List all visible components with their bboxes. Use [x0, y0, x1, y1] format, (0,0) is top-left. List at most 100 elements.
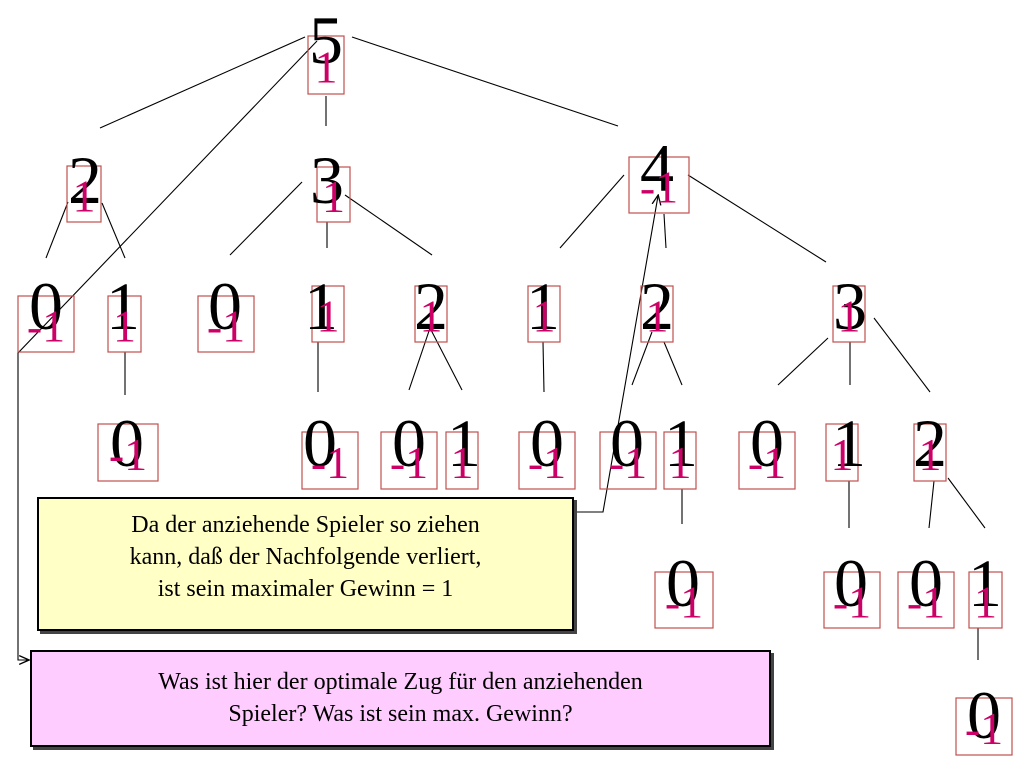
tree-node: 11 — [663, 405, 698, 490]
score-box — [663, 431, 697, 490]
node-score: 1 — [919, 429, 942, 480]
score-box — [654, 571, 714, 629]
node-score: -1 — [965, 703, 1003, 754]
node-value: 2 — [68, 142, 102, 218]
score-box — [913, 423, 947, 482]
node-score: 1 — [974, 577, 997, 628]
node-value: 1 — [304, 268, 338, 344]
node-value: 0 — [834, 545, 868, 621]
tree-edge — [947, 477, 986, 529]
score-box — [897, 571, 955, 629]
node-value: 0 — [110, 405, 144, 481]
node-value: 3 — [310, 142, 344, 218]
tree-node: 0-1 — [380, 405, 438, 490]
tree-edge — [663, 213, 667, 249]
node-score: 1 — [838, 291, 861, 342]
node-score: -1 — [207, 301, 245, 352]
tree-edges — [45, 36, 986, 660]
node-value: 0 — [208, 268, 242, 344]
node-score: 1 — [533, 291, 556, 342]
score-box — [414, 285, 448, 343]
node-value: 0 — [29, 268, 63, 344]
node-value: 0 — [666, 545, 700, 621]
tree-edge — [559, 174, 625, 249]
node-value: 1 — [968, 545, 1002, 621]
node-score: 1 — [317, 291, 340, 342]
node-value: 2 — [414, 268, 448, 344]
node-score: -1 — [27, 301, 65, 352]
score-box — [97, 423, 159, 482]
tree-edge — [408, 327, 431, 391]
tree-node: 21 — [640, 268, 674, 344]
node-value: 0 — [392, 405, 426, 481]
tree-node: 11 — [304, 268, 345, 344]
score-box — [197, 295, 255, 353]
tree-edge — [99, 36, 306, 129]
node-value: 0 — [530, 405, 564, 481]
tree-node: 0-1 — [599, 405, 657, 490]
node-value: 2 — [640, 268, 674, 344]
node-value: 5 — [309, 2, 343, 78]
annotation-arrows — [17, 40, 658, 660]
node-score: -1 — [833, 577, 871, 628]
tree-node: 4-1 — [628, 130, 690, 214]
tree-edge — [687, 174, 827, 263]
node-value: 1 — [664, 405, 698, 481]
node-score: -1 — [640, 162, 678, 213]
score-box — [518, 431, 576, 490]
question-box: Was ist hier der optimale Zug für den an… — [30, 650, 771, 747]
node-value: 0 — [610, 405, 644, 481]
tree-edge — [351, 36, 619, 127]
tree-node: 0-1 — [518, 405, 576, 490]
score-box — [311, 285, 345, 343]
tree-edge — [873, 317, 931, 393]
tree-node: 11 — [968, 545, 1003, 629]
score-box — [316, 166, 351, 223]
tree-edge — [542, 341, 545, 393]
arrow-from-root-to-question — [17, 40, 318, 660]
node-score: 1 — [831, 429, 854, 480]
tree-edge — [229, 181, 303, 256]
tree-edge — [101, 202, 126, 259]
tree-node: 0-1 — [97, 405, 159, 482]
node-score: -1 — [390, 437, 428, 488]
tree-edge — [344, 194, 433, 256]
tree-edge — [631, 331, 653, 386]
tree-node: 11 — [526, 268, 561, 344]
score-box — [66, 165, 102, 223]
node-value: 1 — [526, 268, 560, 344]
score-box — [738, 431, 796, 490]
node-score: 1 — [322, 171, 345, 222]
score-box — [825, 423, 859, 482]
node-score: 1 — [113, 301, 136, 352]
tree-node: 31 — [310, 142, 351, 223]
score-box — [107, 295, 142, 353]
tree-node: 0-1 — [197, 268, 255, 353]
score-box — [823, 571, 881, 629]
tree-node: 11 — [825, 405, 866, 482]
tree-node: 0-1 — [738, 405, 796, 490]
note-line-3: ist sein maximaler Gewinn = 1 — [157, 576, 454, 602]
node-score: 1 — [420, 291, 443, 342]
score-box — [628, 156, 690, 214]
node-score: -1 — [665, 577, 703, 628]
score-box — [380, 431, 438, 490]
node-score: -1 — [609, 437, 647, 488]
question-line-1: Was ist hier der optimale Zug für den an… — [158, 669, 643, 695]
tree-edge — [777, 337, 829, 386]
node-value: 4 — [640, 130, 674, 206]
tree-node: 0-1 — [823, 545, 881, 629]
score-box — [307, 35, 345, 95]
score-box — [599, 431, 657, 490]
tree-edge — [928, 480, 935, 529]
score-box — [968, 571, 1003, 629]
tree-node: 11 — [106, 268, 142, 353]
node-score: 1 — [73, 171, 96, 222]
node-value: 3 — [833, 268, 867, 344]
score-box — [832, 285, 866, 343]
node-score: -1 — [907, 577, 945, 628]
node-value: 0 — [909, 545, 943, 621]
score-box — [17, 295, 75, 353]
score-box — [527, 285, 561, 343]
